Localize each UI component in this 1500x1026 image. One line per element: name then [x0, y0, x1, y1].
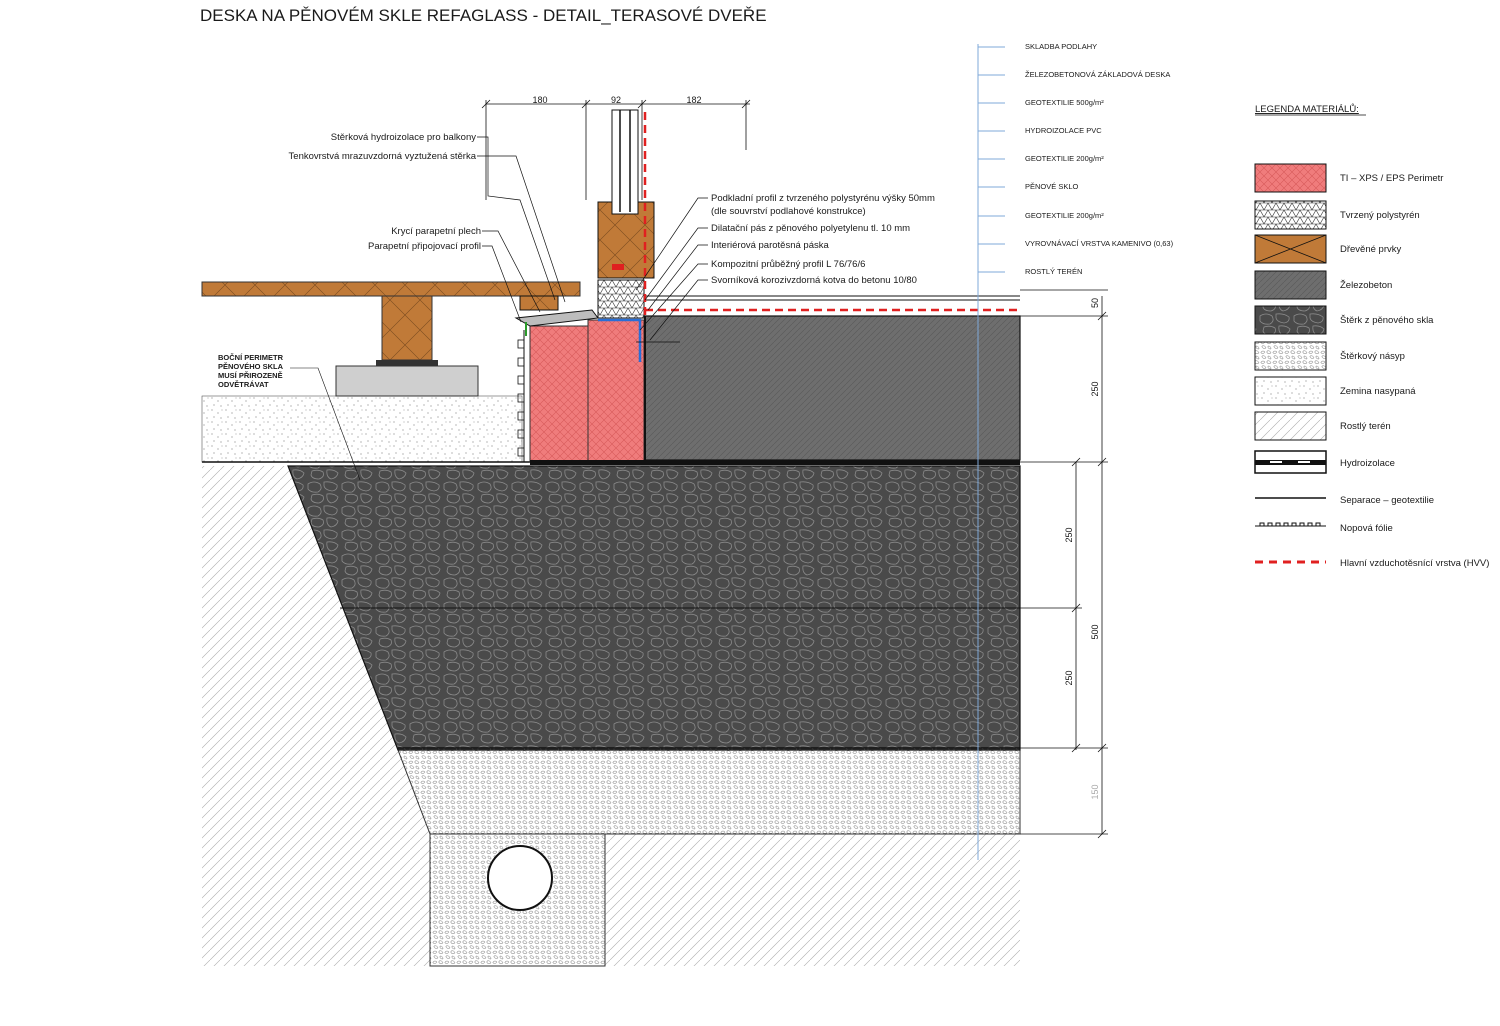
- legend-swatch-foamglass: [1254, 305, 1327, 335]
- dimple-membrane: [517, 339, 525, 457]
- legend-swatch-dimple: [1255, 522, 1326, 527]
- legend-label-concrete: Železobeton: [1340, 280, 1392, 291]
- label-vapor-tape: Interiérová parotěsná páska: [711, 240, 829, 251]
- label-composite-profile: Kompozitní průběžný profil L 76/76/6: [711, 259, 865, 270]
- xps-insulation-outer: [529, 325, 589, 463]
- layer-geotextile-200-b: GEOTEXTILIE 200g/m²: [1025, 211, 1104, 220]
- legend-label-dimple: Nopová fólie: [1340, 523, 1393, 534]
- legend-title: LEGENDA MATERIÁLŮ:: [1255, 103, 1359, 115]
- layer-slab: ŽELEZOBETONOVÁ ZÁKLADOVÁ DESKA: [1025, 70, 1170, 79]
- layer-foam-glass: PĚNOVÉ SKLO: [1025, 182, 1079, 191]
- label-base-profile-note: (dle souvrství podlahové konstrukce): [711, 206, 866, 217]
- door-frame: [597, 201, 655, 279]
- legend-label-polystyrene: Tvrzený polystyrén: [1340, 210, 1420, 221]
- label-frost-resistant-screed: Tenkovrstvá mrazuvzdorná vyztužená stěrk…: [289, 151, 477, 162]
- label-base-profile: Podkladní profil z tvrzeného polystyrénu…: [711, 193, 935, 204]
- side-note-line-3: MUSÍ PŘIROZENĚ: [218, 371, 283, 380]
- legend-swatch-soil: [1254, 411, 1327, 441]
- legend-label-fill: Zemina nasypaná: [1340, 386, 1416, 397]
- legend-label-soil: Rostlý terén: [1340, 421, 1391, 432]
- layer-list-ticks: [978, 46, 1005, 273]
- legend-label-wood: Dřevěné prvky: [1340, 244, 1401, 255]
- legend-label-gravel: Štěrkový násyp: [1340, 351, 1405, 362]
- dim-50: 50: [1090, 298, 1100, 308]
- layer-pvc: HYDROIZOLACE PVC: [1025, 126, 1102, 135]
- concrete-paver-support: [335, 365, 479, 397]
- dim-92: 92: [611, 95, 621, 105]
- wood-decking: [201, 281, 581, 297]
- dim-180: 180: [532, 95, 547, 105]
- right-dimensions: [1020, 289, 1108, 839]
- layer-leveling: VYROVNÁVACÍ VRSTVA KAMENIVO (0,63): [1025, 239, 1174, 248]
- layer-geotextile-500: GEOTEXTILIE 500g/m²: [1025, 98, 1104, 107]
- natural-soil-left: [202, 466, 430, 966]
- xps-insulation-inner: [587, 319, 645, 463]
- legend-swatch-xps: [1254, 163, 1327, 193]
- label-sill-connection-profile: Parapetní připojovací profil: [368, 241, 481, 252]
- side-note-leader: [290, 367, 361, 481]
- dim-250-upper: 250: [1064, 527, 1074, 542]
- legend-swatch-gravel: [1254, 341, 1327, 371]
- right-leaders: [635, 197, 708, 343]
- reinforced-concrete-slab: [644, 315, 1021, 461]
- dim-250-lower: 250: [1064, 670, 1074, 685]
- drawing-title: DESKA NA PĚNOVÉM SKLE REFAGLASS - DETAIL…: [200, 6, 767, 25]
- legend-label-foamglass: Štěrk z pěnového skla: [1340, 315, 1434, 326]
- composite-l-profile: [598, 318, 642, 362]
- legend-swatch-polystyrene: [1254, 200, 1327, 230]
- dim-250-slab: 250: [1090, 381, 1100, 396]
- left-leaders: [477, 136, 566, 323]
- top-dimensions: [481, 99, 751, 200]
- legend-swatch-fill: [1254, 376, 1327, 406]
- natural-soil-right: [605, 834, 1020, 966]
- filled-soil: [201, 395, 523, 463]
- label-anchor: Svorníková korozivzdorná kotva do betonu…: [711, 275, 917, 286]
- label-sill-cover: Krycí parapetní plech: [391, 226, 481, 237]
- legend-label-waterproofing: Hydroizolace: [1340, 458, 1395, 469]
- sill-wood-block: [519, 295, 559, 311]
- side-note-line-1: BOČNÍ PERIMETR: [218, 353, 284, 362]
- parapet-flashing: [514, 309, 599, 327]
- polystyrene-base-profile: [597, 279, 645, 319]
- wood-joist: [381, 295, 433, 361]
- label-balcony-waterproofing: Stěrková hydroizolace pro balkony: [331, 132, 476, 143]
- rubber-pad: [376, 360, 438, 366]
- legend-label-xps: TI – XPS / EPS Perimetr: [1340, 173, 1443, 184]
- layer-floor: SKLADBA PODLAHY: [1025, 42, 1097, 51]
- side-note-line-4: ODVĚTRÁVAT: [218, 380, 269, 389]
- dim-500: 500: [1090, 624, 1100, 639]
- layer-geotextile-200-a: GEOTEXTILIE 200g/m²: [1025, 154, 1104, 163]
- dim-182: 182: [686, 95, 701, 105]
- dim-150: 150: [1090, 784, 1100, 799]
- waterproofing-membrane: [530, 460, 1020, 465]
- glazing: [611, 109, 639, 215]
- gravel-leveling-layer: [397, 749, 1021, 835]
- side-note-line-2: PĚNOVÉHO SKLA: [218, 362, 284, 371]
- label-dilatation-strip: Dilatační pás z pěnového polyetylenu tl.…: [711, 223, 910, 234]
- layer-terrain: ROSTLÝ TERÉN: [1025, 267, 1082, 276]
- legend-label-airtight: Hlavní vzduchotěsnící vrstva (HVV): [1340, 558, 1489, 569]
- legend-label-separation: Separace – geotextilie: [1340, 495, 1434, 506]
- drainage-pipe: [487, 845, 553, 911]
- legend-swatch-concrete: [1254, 270, 1327, 300]
